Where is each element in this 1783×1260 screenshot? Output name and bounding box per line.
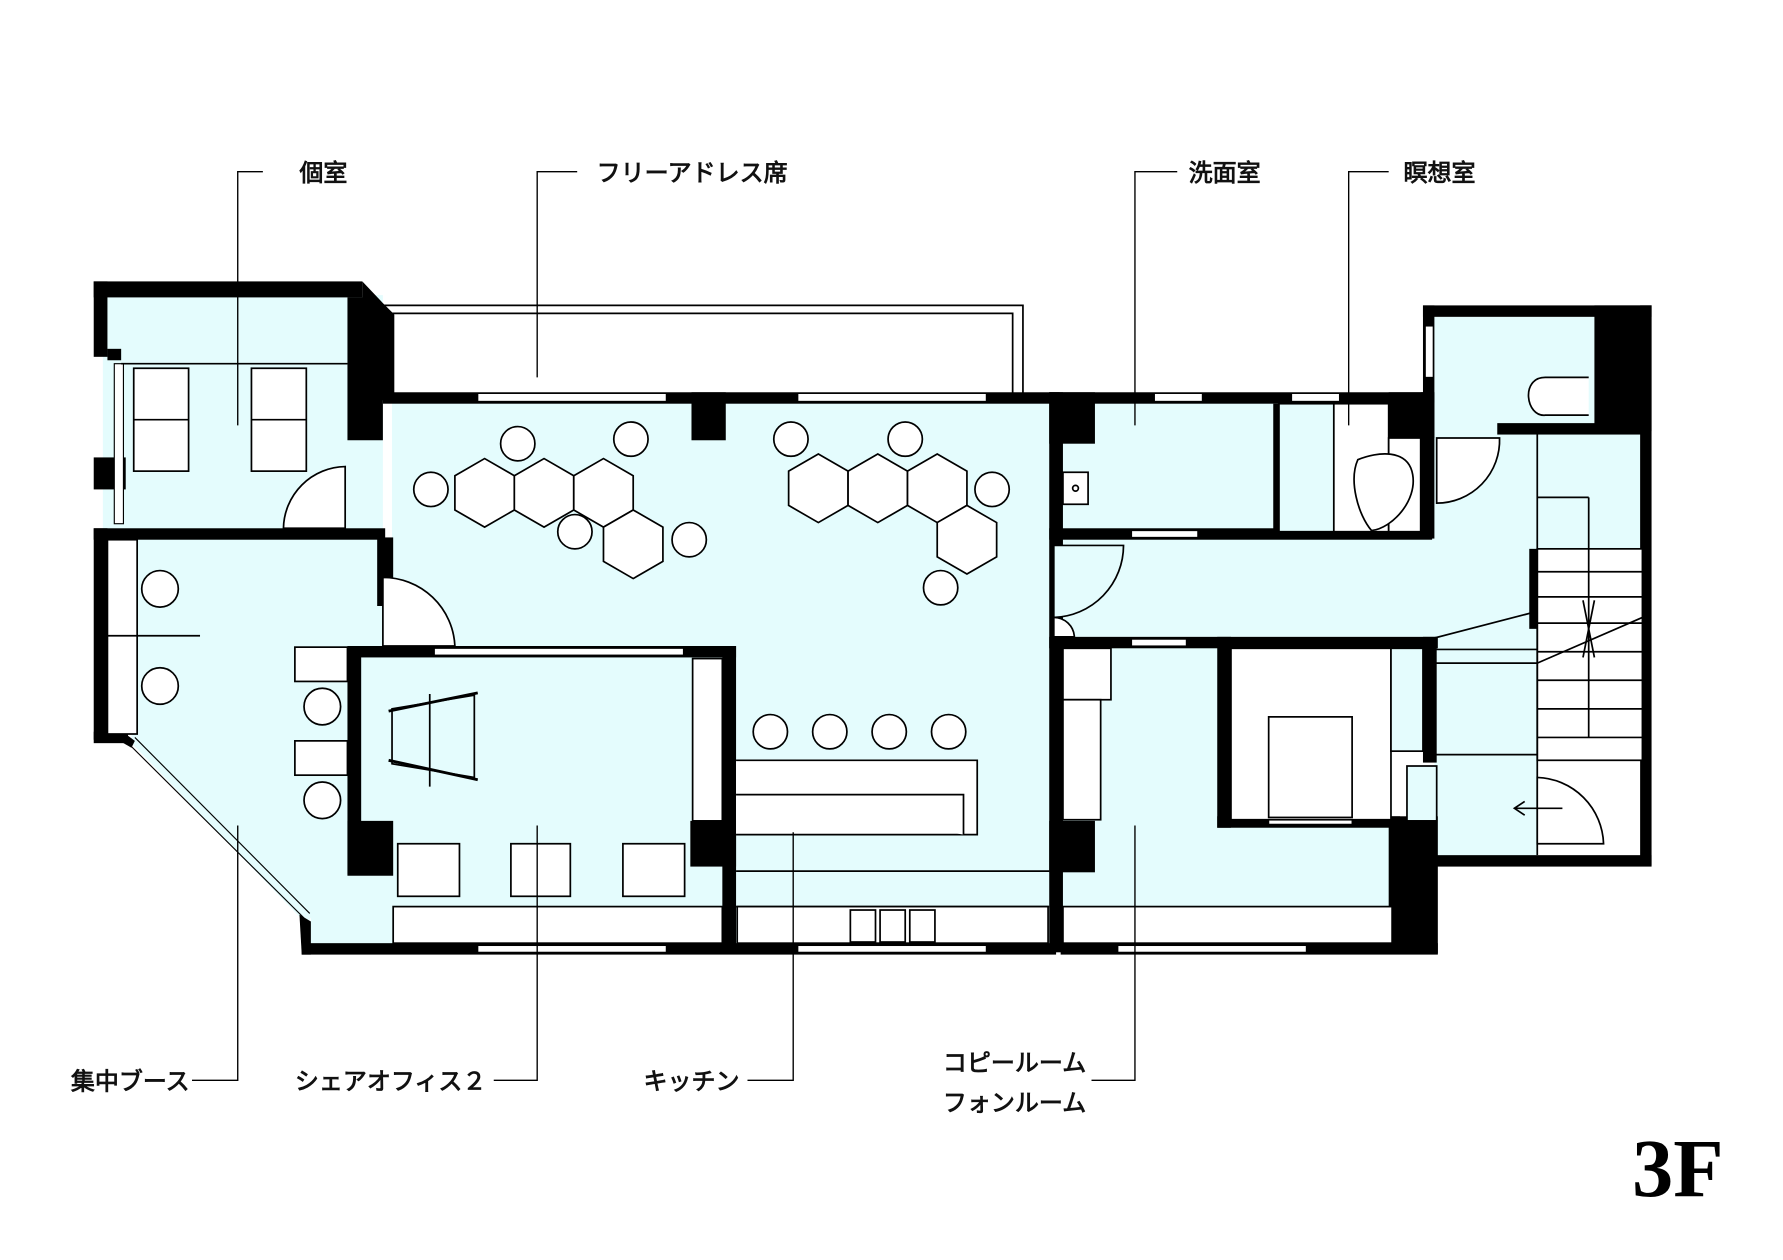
label-copy-room: コピールーム — [943, 1049, 1086, 1077]
door-booth — [382, 576, 456, 647]
hex-table-cluster — [787, 452, 998, 575]
balcony — [382, 304, 1024, 395]
room-labels: 個室 フリーアドレス席 洗面室 瞑想室 集中ブース シェアオフィス２ キッチン … — [70, 159, 1724, 1214]
label-kitchen: キッチン — [643, 1067, 739, 1095]
bathtub — [1353, 453, 1415, 532]
label-private-room: 個室 — [298, 159, 347, 187]
door-toilet — [1435, 437, 1501, 504]
staircase — [1434, 434, 1644, 856]
armchair — [622, 842, 686, 898]
armchair — [510, 842, 572, 898]
toilet — [1527, 376, 1589, 416]
label-meditation: 瞑想室 — [1404, 159, 1476, 187]
door-corridor-small — [1052, 616, 1076, 638]
label-phone-room: フォンルーム — [943, 1089, 1086, 1117]
armchair — [396, 842, 461, 898]
label-focus-booth: 集中ブース — [70, 1067, 190, 1095]
floor-label: 3F — [1632, 1123, 1723, 1214]
leader-lines — [192, 170, 1389, 1082]
furniture — [106, 362, 1589, 945]
hall-floor — [1434, 434, 1538, 858]
door-stair — [1536, 776, 1605, 845]
label-washroom: 洗面室 — [1189, 159, 1261, 187]
label-free-address: フリーアドレス席 — [597, 159, 788, 187]
focus-booth-floor — [131, 535, 383, 924]
share-office-floor — [361, 654, 731, 946]
hex-table-cluster — [454, 457, 664, 580]
door-private-room — [282, 465, 347, 530]
doors — [282, 437, 1605, 845]
label-share-office-2: シェアオフィス２ — [295, 1067, 487, 1095]
